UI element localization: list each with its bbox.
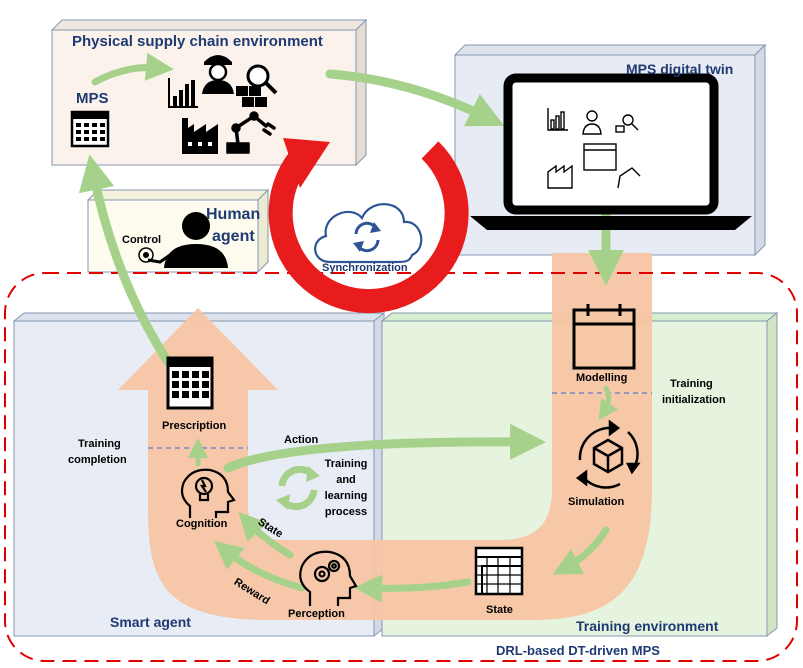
arrow-mps-to-assets (91, 52, 174, 86)
human-agent-line1: Human (206, 206, 261, 223)
cube-cycle-icon (575, 419, 641, 489)
drl-outer-label: DRL-based DT-driven MPS (496, 643, 660, 658)
factory-icon (182, 118, 218, 154)
human-agent-line2: agent (212, 228, 255, 245)
prescription-label: Prescription (162, 420, 227, 432)
arrow-state-to-perception (354, 574, 472, 603)
perception-label: Perception (288, 608, 345, 620)
action-label: Action (284, 434, 319, 446)
sync-cycle-arrow (268, 138, 469, 314)
physical-environment-title: Physical supply chain environment (72, 33, 323, 50)
calendar-icon (70, 110, 110, 148)
simulation-label: Simulation (568, 496, 625, 508)
robot-arm-icon (226, 111, 276, 154)
head-bulb-icon (180, 468, 236, 518)
process-line1: Training (324, 458, 368, 470)
control-label: Control (122, 234, 162, 246)
state-grid-icon (474, 546, 524, 596)
cognition-label: Cognition (176, 518, 228, 530)
arrow-modelling-to-simulation (598, 385, 618, 421)
grid-calendar-icon (166, 356, 214, 410)
synchronization-label: Synchronization (322, 262, 408, 274)
arrow-physical-to-twin (325, 69, 505, 127)
bar-chart-icon (168, 78, 198, 108)
warehouse-search-icon (236, 64, 278, 107)
process-line3: learning (324, 490, 368, 502)
human-touch-icon (138, 212, 228, 268)
digital-twin-title: MPS digital twin (626, 61, 734, 77)
drl-outer-boundary (4, 272, 798, 662)
training-initialization-line1: Training (670, 378, 713, 390)
head-gears-icon (299, 550, 358, 606)
process-line2: and (336, 474, 356, 486)
cloud-sync-icon (314, 203, 423, 264)
training-completion-line1: Training (78, 438, 121, 450)
training-environment-label: Training environment (576, 618, 719, 634)
worker-icon (202, 55, 234, 94)
modelling-label: Modelling (576, 372, 628, 384)
recycle-arrows-icon (276, 465, 320, 511)
laptop-icon (470, 73, 752, 230)
process-line4: process (324, 506, 368, 518)
arrow-reward (214, 541, 306, 592)
mps-label: MPS (76, 90, 109, 107)
training-initialization-line2: initialization (662, 394, 726, 406)
modelling-calendar-icon (572, 304, 636, 370)
training-completion-line2: completion (68, 454, 127, 466)
arrow-agent-to-physical (78, 154, 173, 367)
state-label: State (486, 604, 513, 616)
arrow-simulation-to-state (552, 526, 610, 575)
smart-agent-label: Smart agent (110, 614, 191, 630)
arrow-action (223, 423, 546, 473)
arrow-perception-to-cognition-state (238, 511, 294, 559)
